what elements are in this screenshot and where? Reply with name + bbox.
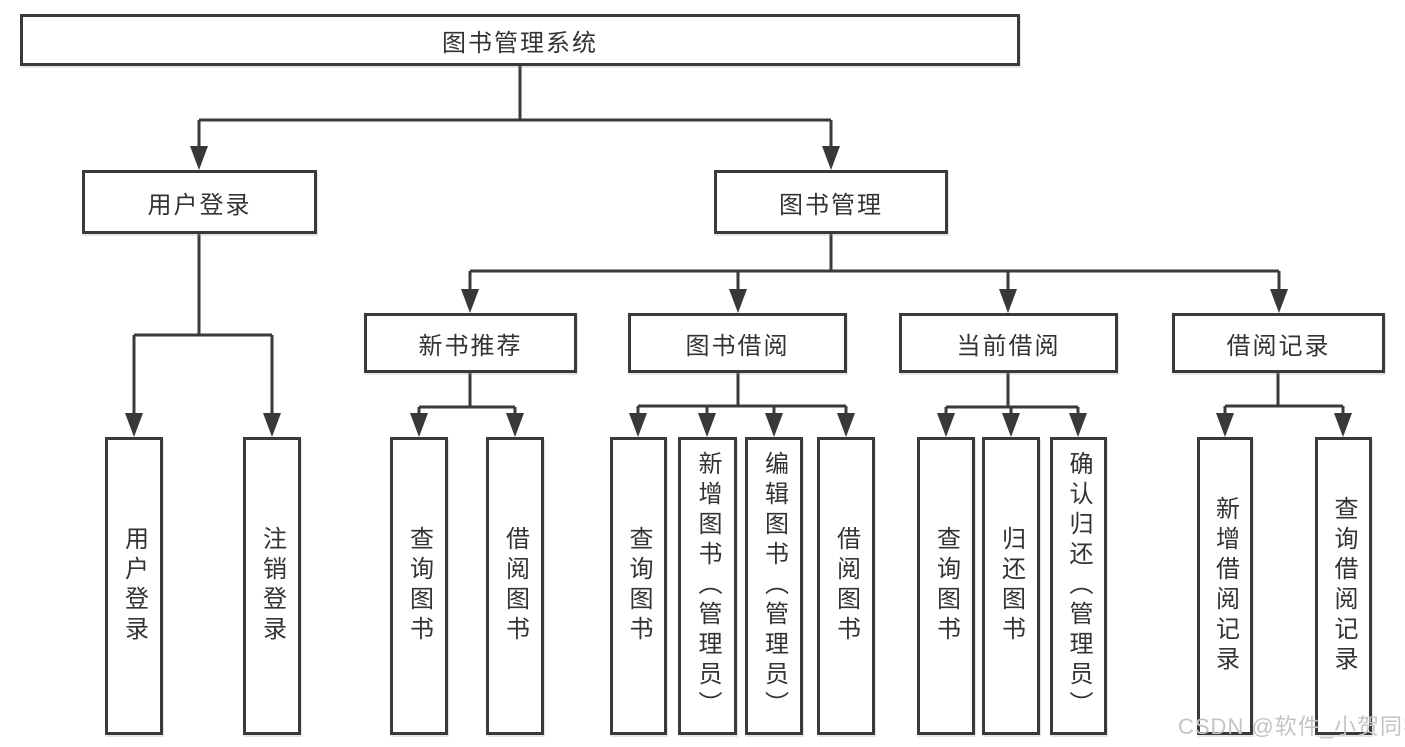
connector-root-to-level2 — [190, 66, 840, 170]
leaf-nbr-borrow-books: 借阅图书 — [486, 437, 544, 735]
leaf-cb-return-books: 归还图书 — [982, 437, 1040, 735]
node-book-management: 图书管理 — [714, 170, 948, 234]
leaf-cb-query-books: 查询图书 — [917, 437, 975, 735]
node-user-login: 用户登录 — [82, 170, 317, 234]
connector-new-book-recommend-to-leaves — [410, 373, 524, 437]
leaf-cb-confirm-return-admin: 确认归还（管理员） — [1050, 437, 1107, 735]
node-book-borrow: 图书借阅 — [628, 313, 847, 373]
connector-borrow-record-to-leaves — [1216, 373, 1352, 437]
leaf-user-login: 用户登录 — [105, 437, 163, 735]
node-root: 图书管理系统 — [20, 14, 1020, 66]
connector-user-login-to-leaves — [125, 234, 281, 437]
leaf-bb-edit-books-admin: 编辑图书（管理员） — [745, 437, 803, 735]
leaf-br-query-borrow-record: 查询借阅记录 — [1315, 437, 1372, 735]
leaf-br-add-borrow-record: 新增借阅记录 — [1197, 437, 1253, 735]
node-current-borrow: 当前借阅 — [899, 313, 1118, 373]
node-borrow-record: 借阅记录 — [1172, 313, 1385, 373]
csdn-watermark: CSDN @软件_小贺同学 — [1178, 714, 1405, 739]
leaf-bb-query-books: 查询图书 — [610, 437, 667, 735]
node-new-book-recommend: 新书推荐 — [364, 313, 577, 373]
connector-book-management-to-level3 — [461, 234, 1288, 313]
leaf-nbr-query-books: 查询图书 — [390, 437, 448, 735]
leaf-logout: 注销登录 — [243, 437, 301, 735]
leaf-bb-add-books-admin: 新增图书（管理员） — [678, 437, 737, 735]
leaf-bb-borrow-books: 借阅图书 — [817, 437, 875, 735]
connector-current-borrow-to-leaves — [937, 373, 1087, 437]
connector-book-borrow-to-leaves — [629, 373, 855, 437]
